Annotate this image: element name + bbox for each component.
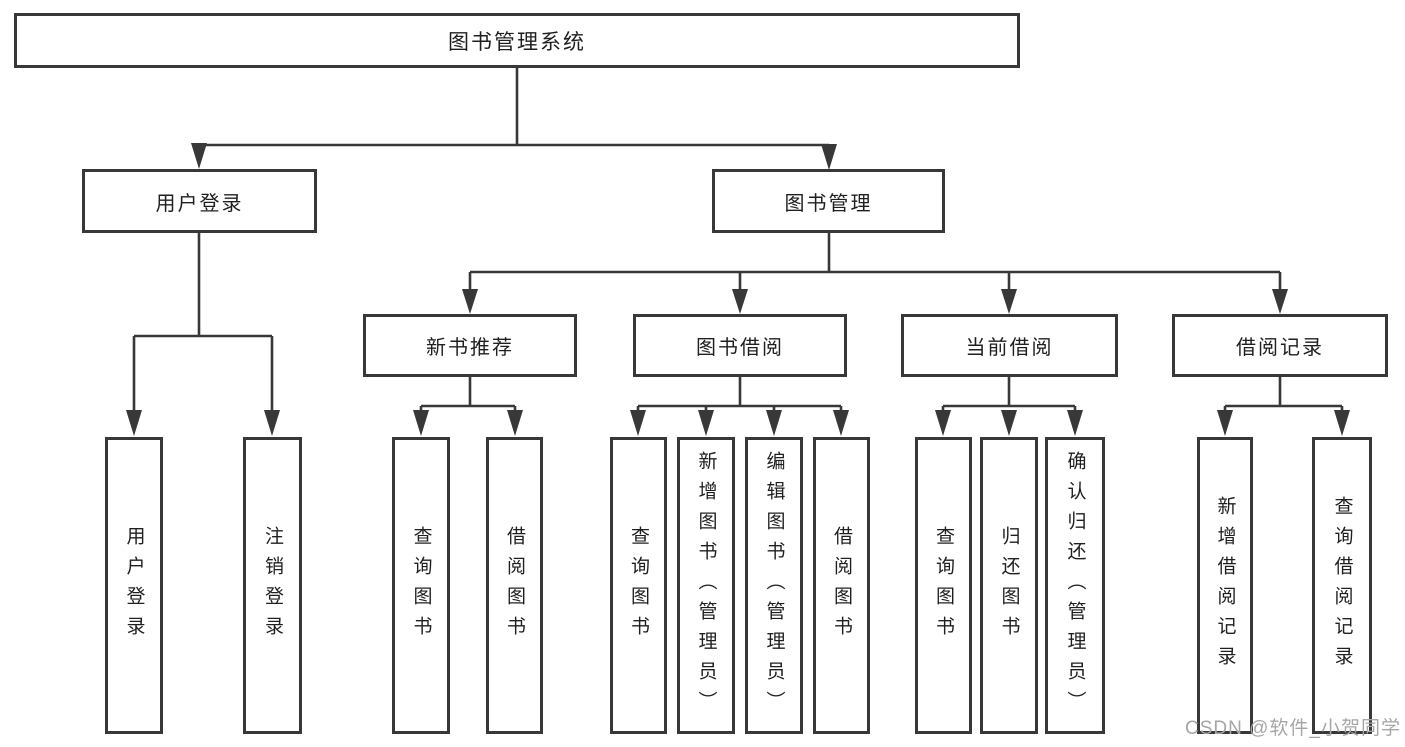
leaf-recommend-borrow-books: 借阅图书	[486, 437, 543, 734]
leaf-edit-book-admin: 编辑图书（管理员）	[745, 437, 803, 734]
node-borrowing-records: 借阅记录	[1172, 314, 1388, 377]
node-book-borrowing: 图书借阅	[633, 314, 847, 377]
leaf-borrowing-query-books: 查询图书	[610, 437, 667, 734]
node-library-management-system: 图书管理系统	[14, 13, 1020, 68]
csdn-watermark: CSDN @软件_小贺同学	[1185, 718, 1401, 739]
leaf-query-borrow-record: 查询借阅记录	[1312, 437, 1372, 734]
leaf-confirm-return-admin: 确认归还（管理员）	[1045, 437, 1105, 734]
leaf-current-query-books: 查询图书	[915, 437, 972, 734]
node-book-management: 图书管理	[712, 169, 945, 233]
node-current-borrowing: 当前借阅	[901, 314, 1118, 377]
leaf-add-borrow-record: 新增借阅记录	[1197, 437, 1253, 734]
node-new-book-recommendation: 新书推荐	[363, 314, 577, 377]
leaf-user-login: 用户登录	[105, 437, 163, 734]
leaf-return-books: 归还图书	[980, 437, 1038, 734]
leaf-add-book-admin: 新增图书（管理员）	[677, 437, 735, 734]
node-user-login: 用户登录	[82, 169, 317, 233]
leaf-recommend-query-books: 查询图书	[392, 437, 450, 734]
leaf-logout: 注销登录	[243, 437, 302, 734]
leaf-borrowing-borrow-books: 借阅图书	[813, 437, 870, 734]
